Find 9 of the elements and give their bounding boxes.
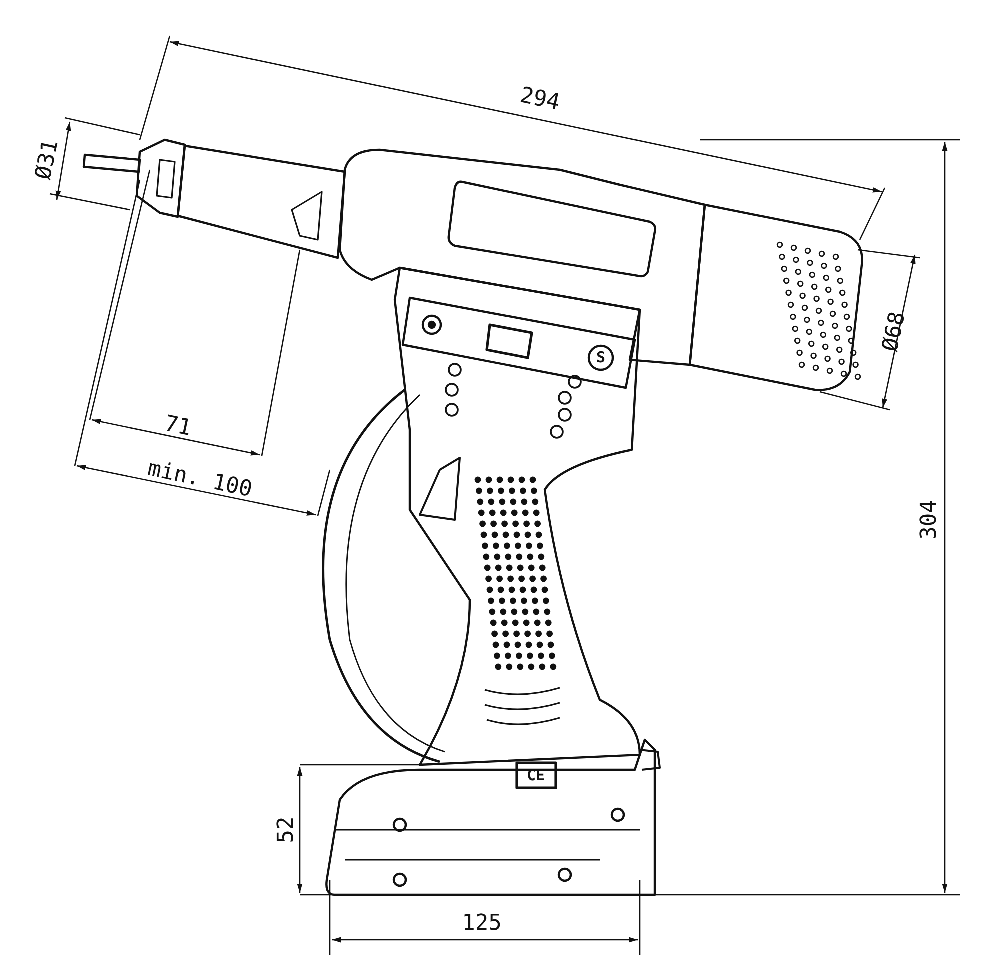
- dimension-label: 125: [462, 912, 502, 936]
- dimension-label: Ø31: [32, 138, 64, 182]
- dimension-label: Ø68: [879, 310, 911, 354]
- dimension-label: 304: [918, 500, 942, 540]
- dimension-label: min. 100: [146, 457, 254, 503]
- dimension-label: 71: [162, 412, 194, 442]
- dimension-label: 52: [275, 816, 299, 844]
- dimension-label: 294: [518, 84, 562, 116]
- button-letter: S: [596, 350, 606, 366]
